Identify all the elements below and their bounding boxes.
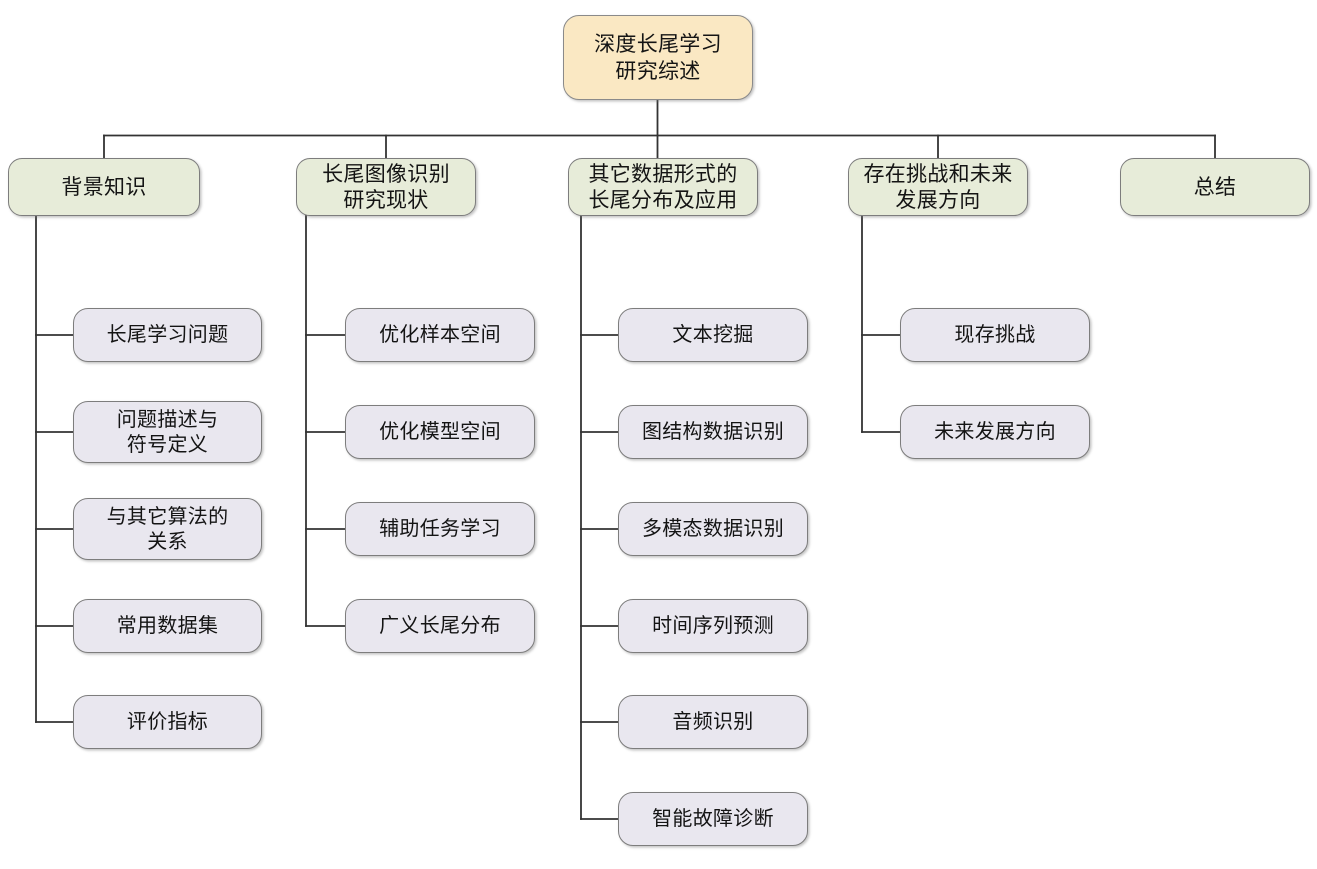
node-leaf-text-mining[interactable]: 文本挖掘 bbox=[618, 308, 808, 362]
node-branch-challenges-and-future[interactable]: 存在挑战和未来 发展方向 bbox=[848, 158, 1028, 216]
node-leaf-longtail-learning-problem[interactable]: 长尾学习问题 bbox=[73, 308, 262, 362]
node-leaf-time-series-forecasting[interactable]: 时间序列预测 bbox=[618, 599, 808, 653]
node-leaf-problem-description-and-notation[interactable]: 问题描述与 符号定义 bbox=[73, 401, 262, 463]
node-branch-summary[interactable]: 总结 bbox=[1120, 158, 1310, 216]
node-leaf-evaluation-metrics[interactable]: 评价指标 bbox=[73, 695, 262, 749]
node-leaf-relation-to-other-algorithms[interactable]: 与其它算法的 关系 bbox=[73, 498, 262, 560]
node-leaf-graph-structured-data-recognition[interactable]: 图结构数据识别 bbox=[618, 405, 808, 459]
node-branch-longtail-image-recognition[interactable]: 长尾图像识别 研究现状 bbox=[296, 158, 476, 216]
node-leaf-audio-recognition[interactable]: 音频识别 bbox=[618, 695, 808, 749]
node-leaf-multimodal-data-recognition[interactable]: 多模态数据识别 bbox=[618, 502, 808, 556]
node-leaf-auxiliary-task-learning[interactable]: 辅助任务学习 bbox=[345, 502, 535, 556]
node-leaf-optimize-sample-space[interactable]: 优化样本空间 bbox=[345, 308, 535, 362]
node-branch-background-knowledge[interactable]: 背景知识 bbox=[8, 158, 200, 216]
node-branch-other-data-forms[interactable]: 其它数据形式的 长尾分布及应用 bbox=[568, 158, 758, 216]
node-leaf-intelligent-fault-diagnosis[interactable]: 智能故障诊断 bbox=[618, 792, 808, 846]
node-root[interactable]: 深度长尾学习 研究综述 bbox=[563, 15, 753, 100]
node-leaf-common-datasets[interactable]: 常用数据集 bbox=[73, 599, 262, 653]
node-leaf-future-directions[interactable]: 未来发展方向 bbox=[900, 405, 1090, 459]
node-leaf-optimize-model-space[interactable]: 优化模型空间 bbox=[345, 405, 535, 459]
node-leaf-existing-challenges[interactable]: 现存挑战 bbox=[900, 308, 1090, 362]
node-leaf-generalized-longtail-distribution[interactable]: 广义长尾分布 bbox=[345, 599, 535, 653]
